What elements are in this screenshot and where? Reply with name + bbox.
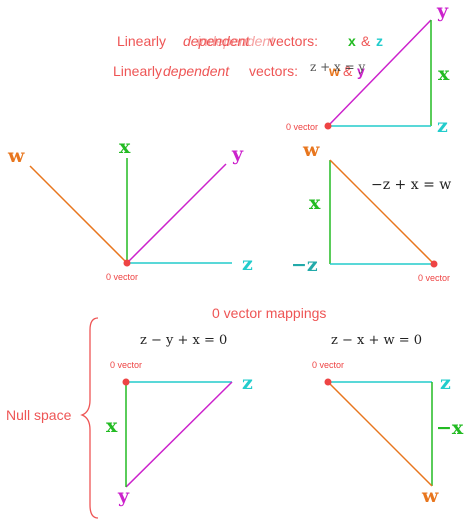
bottom-right-label-z: z (440, 372, 451, 394)
bottom-left-label-y: y (117, 485, 130, 507)
top-label-y: y (436, 0, 449, 22)
top-line2-word: dependent (163, 63, 230, 79)
top-origin-dot (324, 122, 332, 130)
top-line1-vec-z: z (376, 33, 383, 49)
bottom-section: 0 vector mappings Null space z − y + x =… (6, 305, 464, 519)
mid-left-origin-dot (123, 259, 131, 267)
mid-left-label-w: w (7, 145, 25, 167)
mid-right-equation: −z + x = w (371, 177, 451, 193)
bottom-left-label-x: x (106, 415, 118, 437)
top-label-x: x (438, 63, 450, 85)
top-line1-suffix: vectors: (269, 33, 318, 49)
mid-left-y-vector (126, 163, 227, 264)
middle-left-section: 0 vector w x y z (7, 136, 253, 282)
bottom-right-w-vector (327, 381, 433, 487)
top-line2-vec-w: w (328, 63, 340, 79)
mid-left-w-vector (29, 165, 128, 264)
top-label-z: z (437, 115, 448, 137)
top-line1-prefix: Linearly (117, 33, 166, 49)
mid-right-label-w: w (302, 139, 320, 161)
bottom-left-origin-label: 0 vector (110, 360, 142, 370)
mid-right-origin-dot (430, 260, 438, 268)
bottom-right-origin-label: 0 vector (312, 360, 344, 370)
mid-left-label-y: y (231, 143, 244, 165)
bottom-left-origin-dot (122, 378, 130, 386)
bottom-left-y-vector (125, 381, 233, 488)
top-line2-prefix: Linearly (113, 63, 162, 79)
mid-right-w-vector (329, 159, 435, 265)
middle-right-section: 0 vector w x −z −z + x = w (291, 139, 451, 283)
bottom-right-origin-dot (324, 378, 332, 386)
bottom-left-label-z: z (242, 372, 253, 394)
top-line1-vec-x: x (348, 33, 356, 49)
bottom-right-label-w: w (421, 485, 439, 507)
mid-left-origin-label: 0 vector (106, 272, 138, 282)
bottom-left-equation: z − y + x = 0 (140, 333, 227, 348)
null-space-brace (80, 317, 99, 519)
top-line2-amp: & (343, 63, 353, 79)
mid-right-label-negz: −z (291, 254, 318, 276)
top-triangle-y-vector (327, 19, 432, 127)
top-line2-suffix: vectors: (249, 63, 298, 79)
mid-left-label-x: x (119, 136, 131, 158)
top-section: Linearly dependent independent vectors: … (113, 0, 450, 137)
top-origin-label: 0 vector (286, 122, 318, 132)
top-line2-vec-y: y (357, 63, 365, 79)
null-space-label: Null space (6, 407, 72, 423)
top-line2-overlay-equation: z + x = y (310, 60, 365, 74)
bottom-title: 0 vector mappings (212, 305, 326, 321)
bottom-right-equation: z − x + w = 0 (331, 333, 422, 348)
mid-right-origin-label: 0 vector (418, 273, 450, 283)
top-line1-word-b: independent (197, 33, 275, 49)
top-line1-word-a: dependent (183, 33, 250, 49)
top-line1-amp: & (361, 33, 371, 49)
mid-right-label-x: x (309, 192, 321, 214)
bottom-right-label-negx: −x (436, 417, 464, 439)
mid-left-label-z: z (242, 253, 253, 275)
